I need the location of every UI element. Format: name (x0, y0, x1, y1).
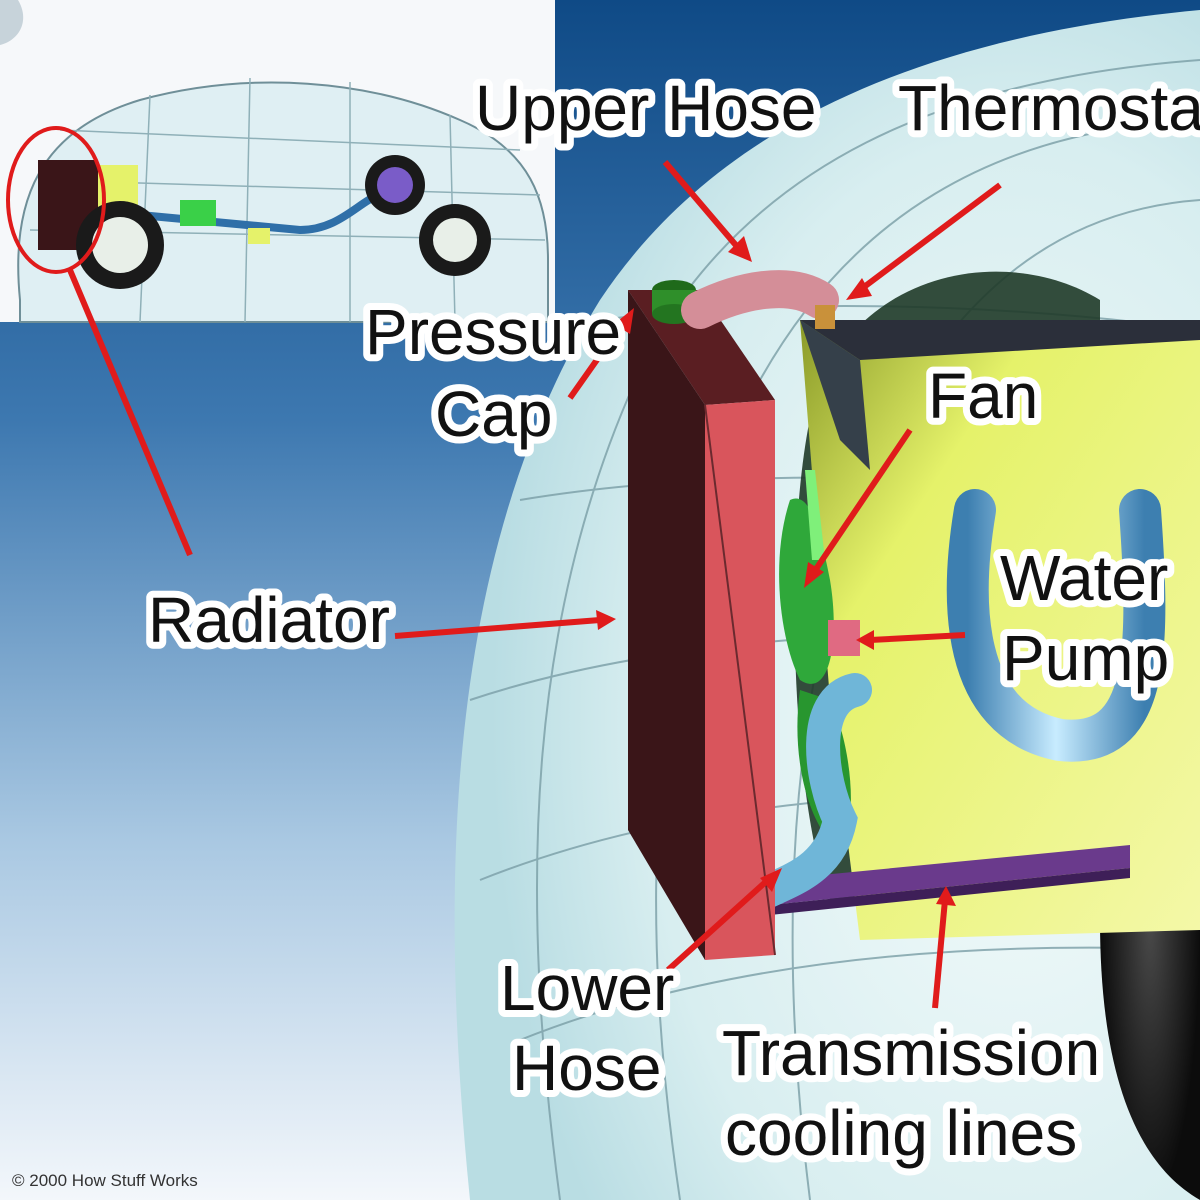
label-transmission-line2: cooling lines (725, 1097, 1077, 1169)
thermostat (815, 305, 835, 329)
label-upper-hose: Upper Hose (475, 72, 817, 144)
upper-hose-arrow (662, 160, 743, 252)
label-fan: Fan (928, 360, 1038, 432)
label-water-pump-line2: Pump (1002, 622, 1169, 694)
label-pressure-cap-line1: Pressure (365, 296, 621, 368)
label-transmission-line1: Transmission (722, 1017, 1100, 1089)
radiator-arrow (394, 617, 601, 639)
lower-hose-shape (743, 673, 872, 912)
lower-hose-arrow (665, 875, 773, 973)
engine-block (800, 320, 1200, 940)
transmission-cooling-lines (770, 845, 1130, 915)
fan-arrow (809, 428, 913, 577)
inset-radiator-arrow (67, 268, 193, 557)
water-pump-arrow (869, 632, 966, 643)
label-radiator: Radiator (148, 584, 390, 656)
label-thermostat: Thermostat (898, 72, 1200, 144)
inset-car-overview (0, 0, 555, 323)
label-pressure-cap-line2: Cap (435, 378, 552, 450)
label-lower-hose-line1: Lower (500, 952, 674, 1024)
inset-radiator-highlight (6, 126, 106, 274)
water-pump (828, 620, 860, 656)
upper-hose (681, 270, 839, 329)
label-water-pump-line1: Water (1000, 542, 1168, 614)
transmission-arrow (932, 899, 948, 1009)
radiator (628, 290, 776, 960)
label-lower-hose-line2: Hose (512, 1032, 661, 1104)
copyright-notice: © 2000 How Stuff Works (12, 1171, 198, 1190)
pointer-arrows (67, 160, 1002, 1009)
heater-hose (946, 489, 1166, 762)
pressure-cap-arrow (567, 318, 628, 400)
thermostat-arrow (858, 182, 1002, 293)
